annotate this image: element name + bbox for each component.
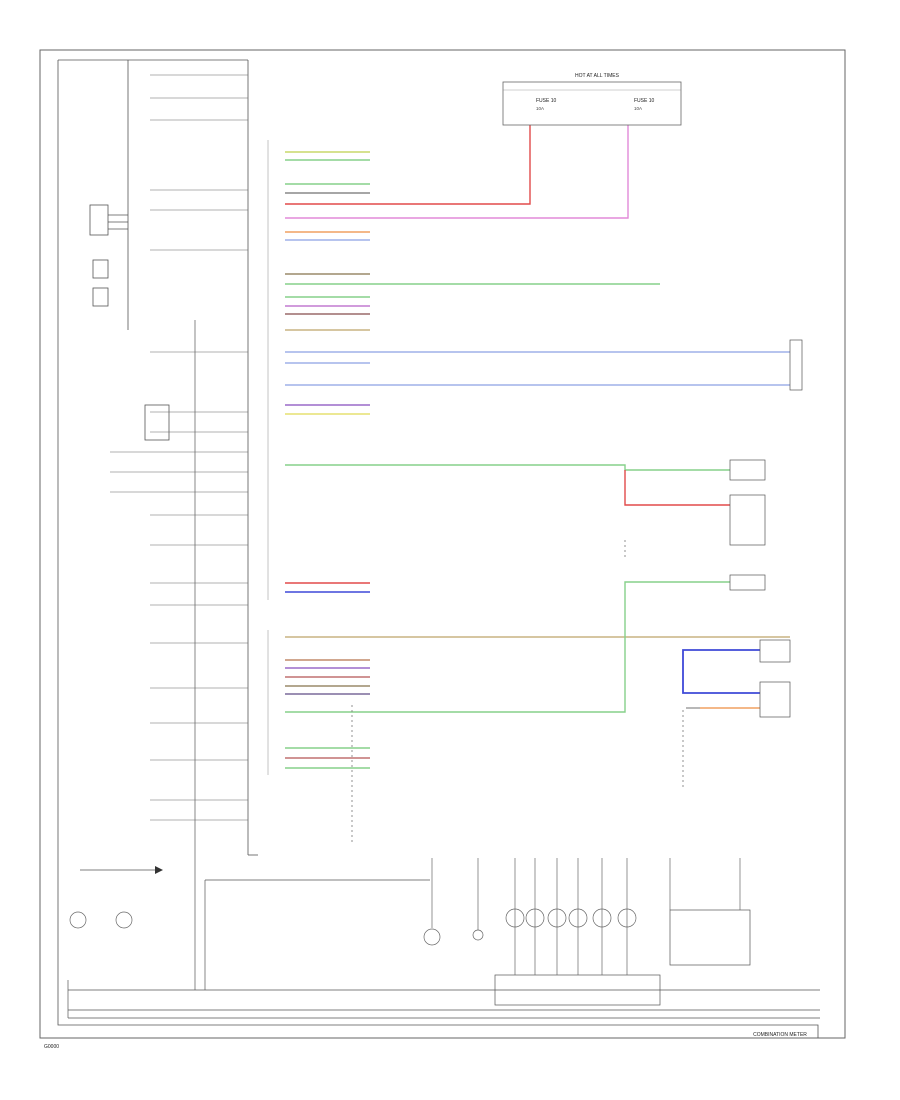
indicator-lamps xyxy=(69,858,741,975)
fuse-box-title: HOT AT ALL TIMES xyxy=(575,73,620,79)
wire-harness-bottom xyxy=(285,581,790,769)
wire-harness-top xyxy=(285,125,790,593)
ground-bus xyxy=(67,320,820,1019)
fuse-2-label: FUSE 10 xyxy=(634,98,655,104)
fuse-box: HOT AT ALL TIMES FUSE 10 FUSE 10 10A 10A xyxy=(502,73,682,126)
fuse-1-amp: 10A xyxy=(536,106,544,111)
footer-title: COMBINATION METER xyxy=(753,1032,807,1038)
footer-code: G0000 xyxy=(44,1044,59,1050)
combination-meter-box xyxy=(57,59,819,1038)
meter-internal-rows xyxy=(110,74,248,821)
right-components xyxy=(669,339,803,966)
fuse-1-label: FUSE 10 xyxy=(536,98,557,104)
fuse-2-amp: 10A xyxy=(634,106,642,111)
diagram-border xyxy=(39,49,846,1039)
arrow-connector-icon xyxy=(155,866,163,874)
ground-dashes xyxy=(351,540,684,845)
